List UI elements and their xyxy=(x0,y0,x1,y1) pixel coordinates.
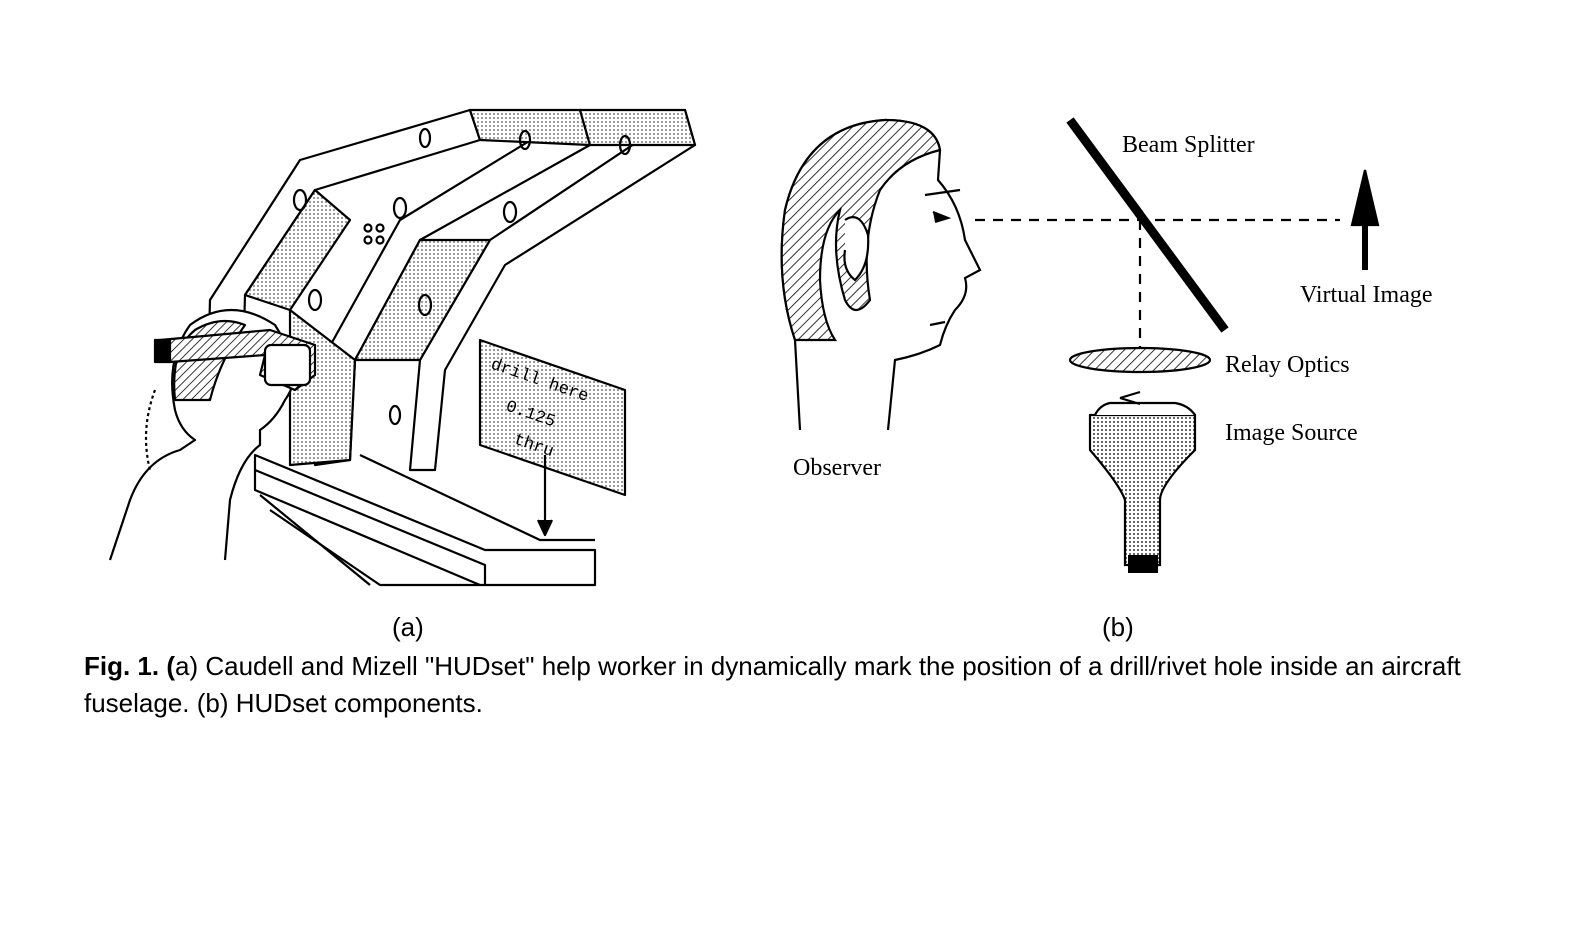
virtual-image-label: Virtual Image xyxy=(1300,282,1433,308)
subfigure-label-b: (b) xyxy=(1102,612,1134,642)
caption-text: a) Caudell and Mizell "HUDset" help work… xyxy=(84,651,1461,718)
relay-optics-lens xyxy=(1068,346,1212,374)
drill-sign xyxy=(478,338,627,497)
beam-splitter-label: Beam Splitter xyxy=(1122,132,1255,158)
worker-figure xyxy=(108,308,296,561)
hudset-components-diagram: Beam Splitter Virtual Image Relay Optics… xyxy=(780,117,1433,573)
observer-label: Observer xyxy=(793,455,881,481)
floor-beams xyxy=(253,453,597,587)
caption-prefix: Fig. 1. ( xyxy=(84,651,175,681)
image-source-tube xyxy=(1088,413,1197,567)
figure-caption: Fig. 1. (a) Caudell and Mizell "HUDset" … xyxy=(84,648,1504,722)
beam-splitter xyxy=(1066,117,1229,333)
fuselage-worker-illustration: drill here 0.125 thru xyxy=(108,108,697,587)
relay-optics-label: Relay Optics xyxy=(1225,352,1350,378)
subfigure-label-a: (a) xyxy=(392,612,424,642)
image-source-label: Image Source xyxy=(1225,420,1358,446)
